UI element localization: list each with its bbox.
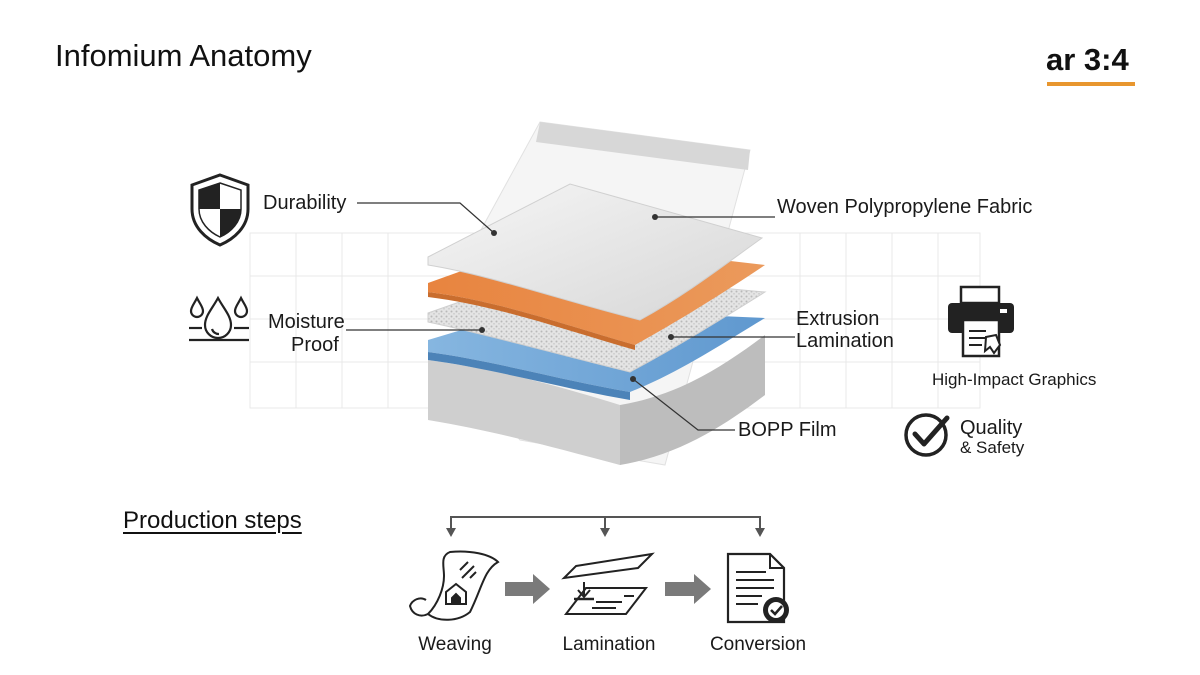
feature-moisture-line2: Proof xyxy=(291,334,339,356)
page-title: Infomium Anatomy xyxy=(55,38,312,73)
feature-quality-line1: Quality xyxy=(960,417,1023,439)
step-conversion-label: Conversion xyxy=(709,634,807,655)
layer-woven-fabric xyxy=(427,183,764,321)
weaving-icon xyxy=(408,550,500,621)
feature-durability-label: Durability xyxy=(263,192,347,214)
feature-quality-line2: & Safety xyxy=(960,438,1025,457)
layer-base xyxy=(428,335,765,465)
callout-extrusion-line1: Extrusion xyxy=(796,308,880,330)
conversion-document-icon xyxy=(726,552,789,624)
step-lamination-label: Lamination xyxy=(562,634,656,655)
feature-graphics-label: High-Impact Graphics xyxy=(932,370,1097,389)
callout-woven-fabric: Woven Polypropylene Fabric xyxy=(777,196,1033,218)
feature-moisture-line1: Moisture xyxy=(268,311,345,333)
water-drops-icon xyxy=(189,295,249,342)
leader-dots xyxy=(479,214,674,382)
checkmark-circle-icon xyxy=(904,413,950,457)
callout-bopp-film: BOPP Film xyxy=(738,419,837,441)
production-flow-connector xyxy=(450,516,761,528)
flow-arrowheads xyxy=(446,528,765,537)
step-weaving-label: Weaving xyxy=(418,634,492,655)
shield-icon xyxy=(190,173,250,247)
step-arrow-2 xyxy=(665,574,711,604)
printer-icon xyxy=(948,285,1014,358)
step-arrow-1 xyxy=(505,574,550,604)
ratio-underline xyxy=(1047,82,1135,86)
leader-lines xyxy=(346,202,795,431)
callout-extrusion-line2: Lamination xyxy=(796,330,894,352)
production-steps-heading: Production steps xyxy=(123,507,302,534)
lamination-icon xyxy=(561,552,655,615)
aspect-ratio-label: ar 3:4 xyxy=(1046,42,1129,77)
